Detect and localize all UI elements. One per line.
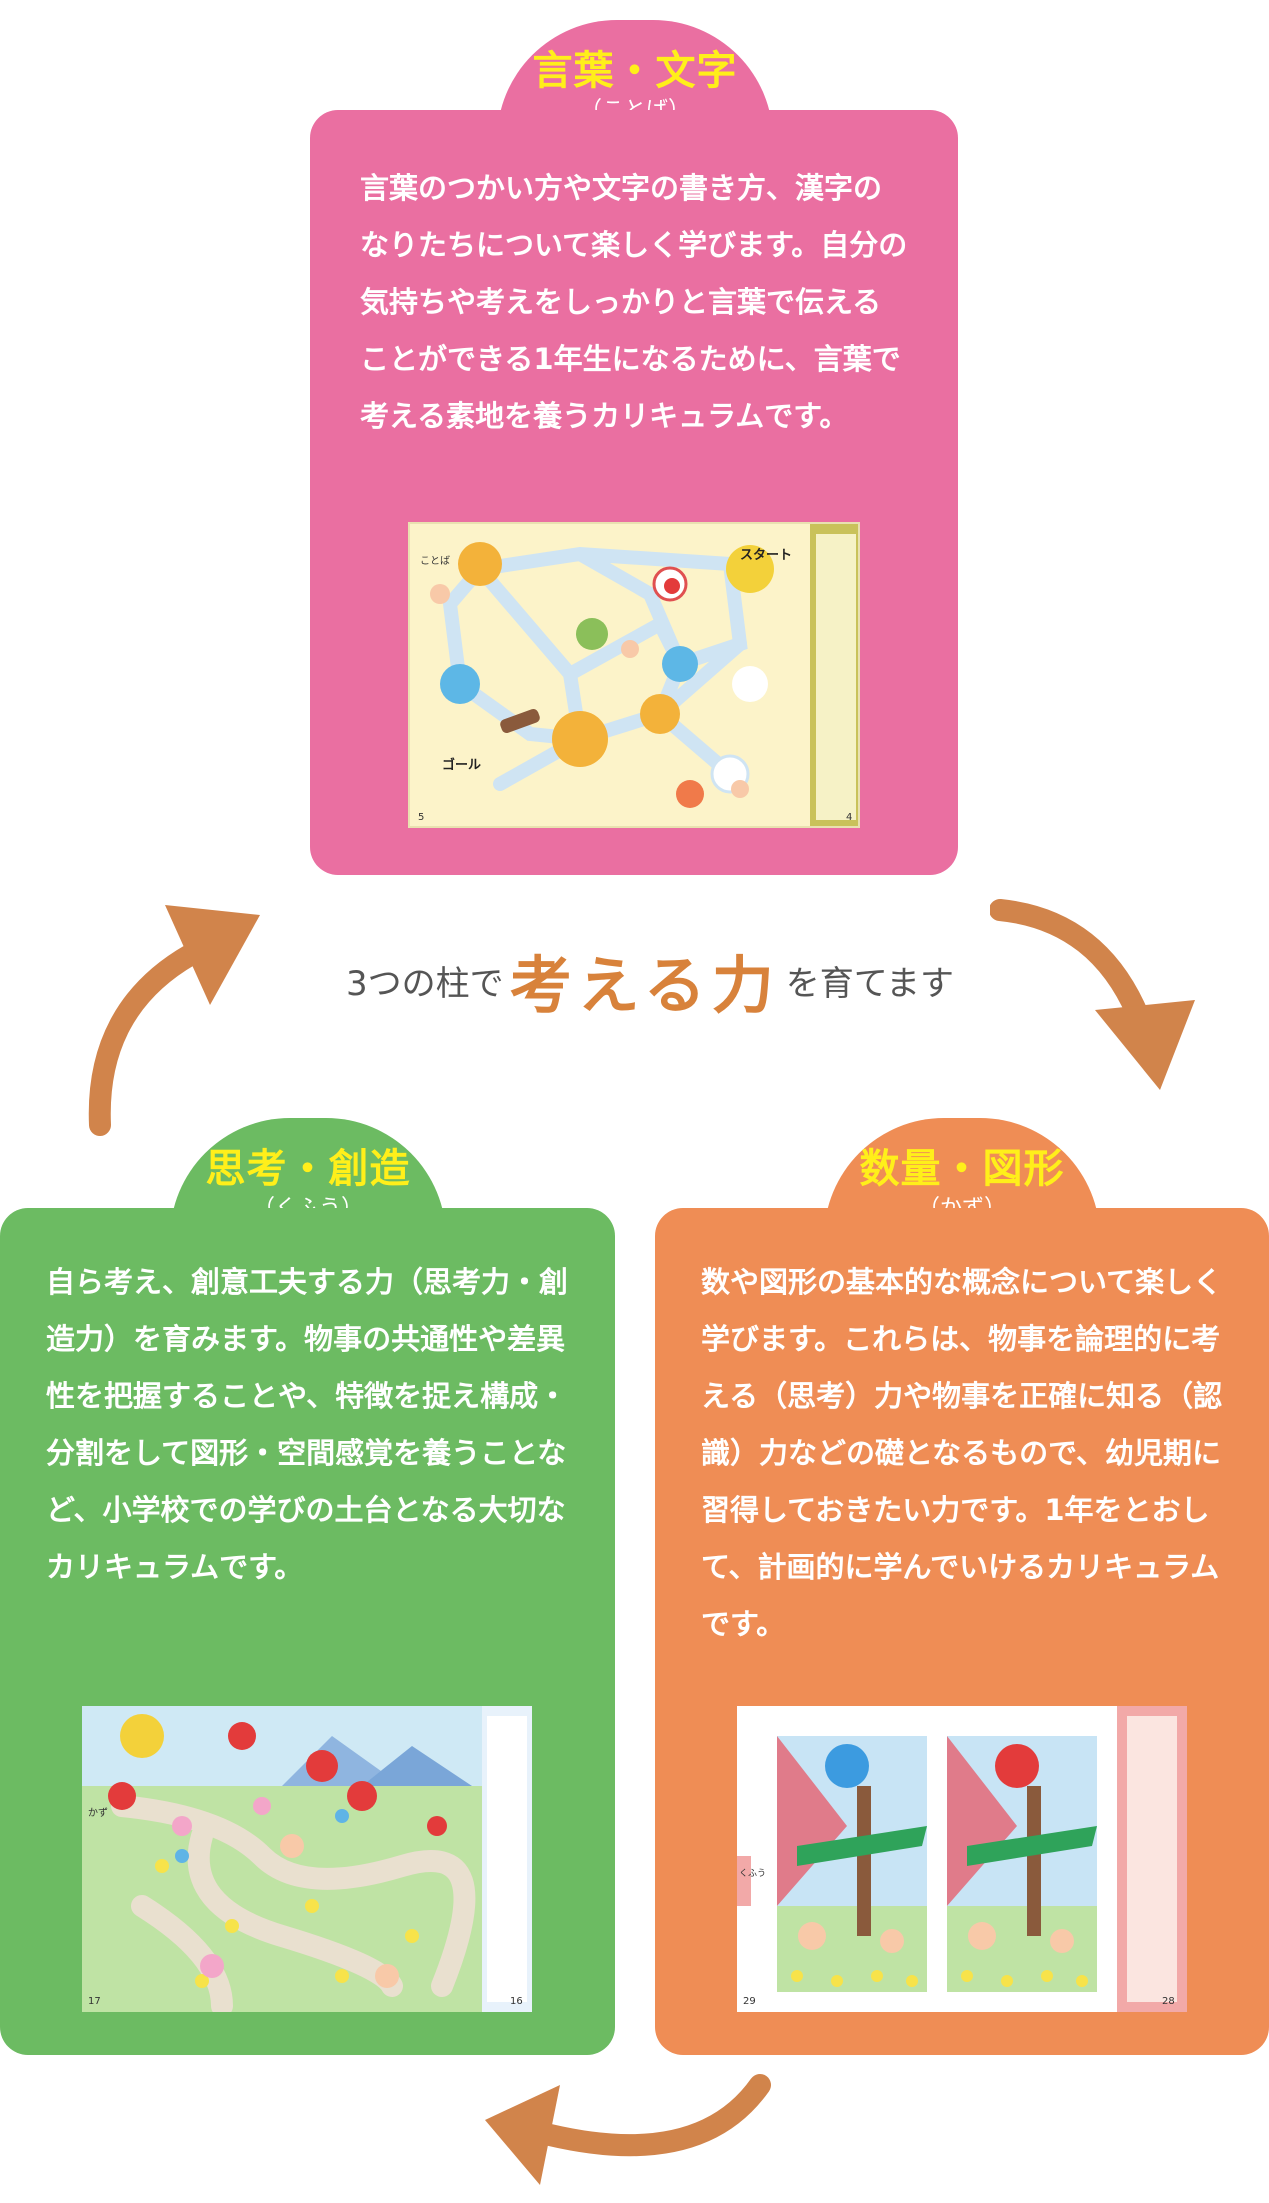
kufu-title: 思考・創造 bbox=[205, 1146, 411, 1192]
tagline-highlight: 考える力 bbox=[509, 949, 780, 1022]
kazu-spot-difference-illustration: くふう 29 28 bbox=[737, 1706, 1187, 2012]
side-label: かず bbox=[88, 1807, 108, 1819]
kufu-description: 自ら考え、創意工夫する力（思考力・創造力）を育みます。物事の共通性や差異性を把握… bbox=[46, 1265, 569, 1584]
kotoba-workbook-thumbnail: スタート ゴール ことば 5 4 bbox=[408, 522, 860, 828]
kazu-description: 数や図形の基本的な概念について楽しく学びます。これらは、物事を論理的に考える（思… bbox=[701, 1265, 1223, 1641]
kufu-maze-illustration: かず 17 16 bbox=[82, 1706, 532, 2012]
kotoba-card: 言葉のつかい方や文字の書き方、漢字のなりたちについて楽しく学びます。自分の気持ち… bbox=[310, 110, 958, 875]
kazu-title: 数量・図形 bbox=[859, 1146, 1065, 1192]
page-right: 16 bbox=[510, 1996, 523, 2007]
tagline-prefix: 3つの柱で bbox=[345, 963, 504, 1004]
page-left: 29 bbox=[743, 1996, 756, 2007]
kazu-workbook-thumbnail: くふう 29 28 bbox=[737, 1706, 1187, 2012]
side-label: ことば bbox=[420, 555, 450, 567]
kazu-card: 数や図形の基本的な概念について楽しく学びます。これらは、物事を論理的に考える（思… bbox=[655, 1208, 1269, 2055]
cycle-arrow-left-icon bbox=[88, 905, 260, 1136]
kufu-workbook-thumbnail: かず 17 16 bbox=[82, 1706, 532, 2012]
tagline-suffix: を育てます bbox=[785, 963, 955, 1004]
kotoba-map-illustration: スタート ゴール ことば 5 4 bbox=[410, 524, 858, 826]
page-right: 4 bbox=[846, 812, 852, 823]
kotoba-title: 言葉・文字 bbox=[532, 48, 738, 94]
cycle-arrow-top-right-icon bbox=[990, 899, 1195, 1090]
center-tagline: 3つの柱で 考える力 を育てます bbox=[270, 940, 1030, 1022]
page-right: 28 bbox=[1162, 1996, 1175, 2007]
page-left: 5 bbox=[418, 812, 424, 823]
side-label: くふう bbox=[739, 1868, 766, 1879]
start-label: スタート bbox=[740, 548, 792, 563]
page-left: 17 bbox=[88, 1996, 101, 2007]
kufu-card: 自ら考え、創意工夫する力（思考力・創造力）を育みます。物事の共通性や差異性を把握… bbox=[0, 1208, 615, 2055]
goal-label: ゴール bbox=[442, 757, 481, 773]
kotoba-description: 言葉のつかい方や文字の書き方、漢字のなりたちについて楽しく学びます。自分の気持ち… bbox=[360, 171, 908, 433]
cycle-arrow-bottom-icon bbox=[485, 2074, 771, 2185]
